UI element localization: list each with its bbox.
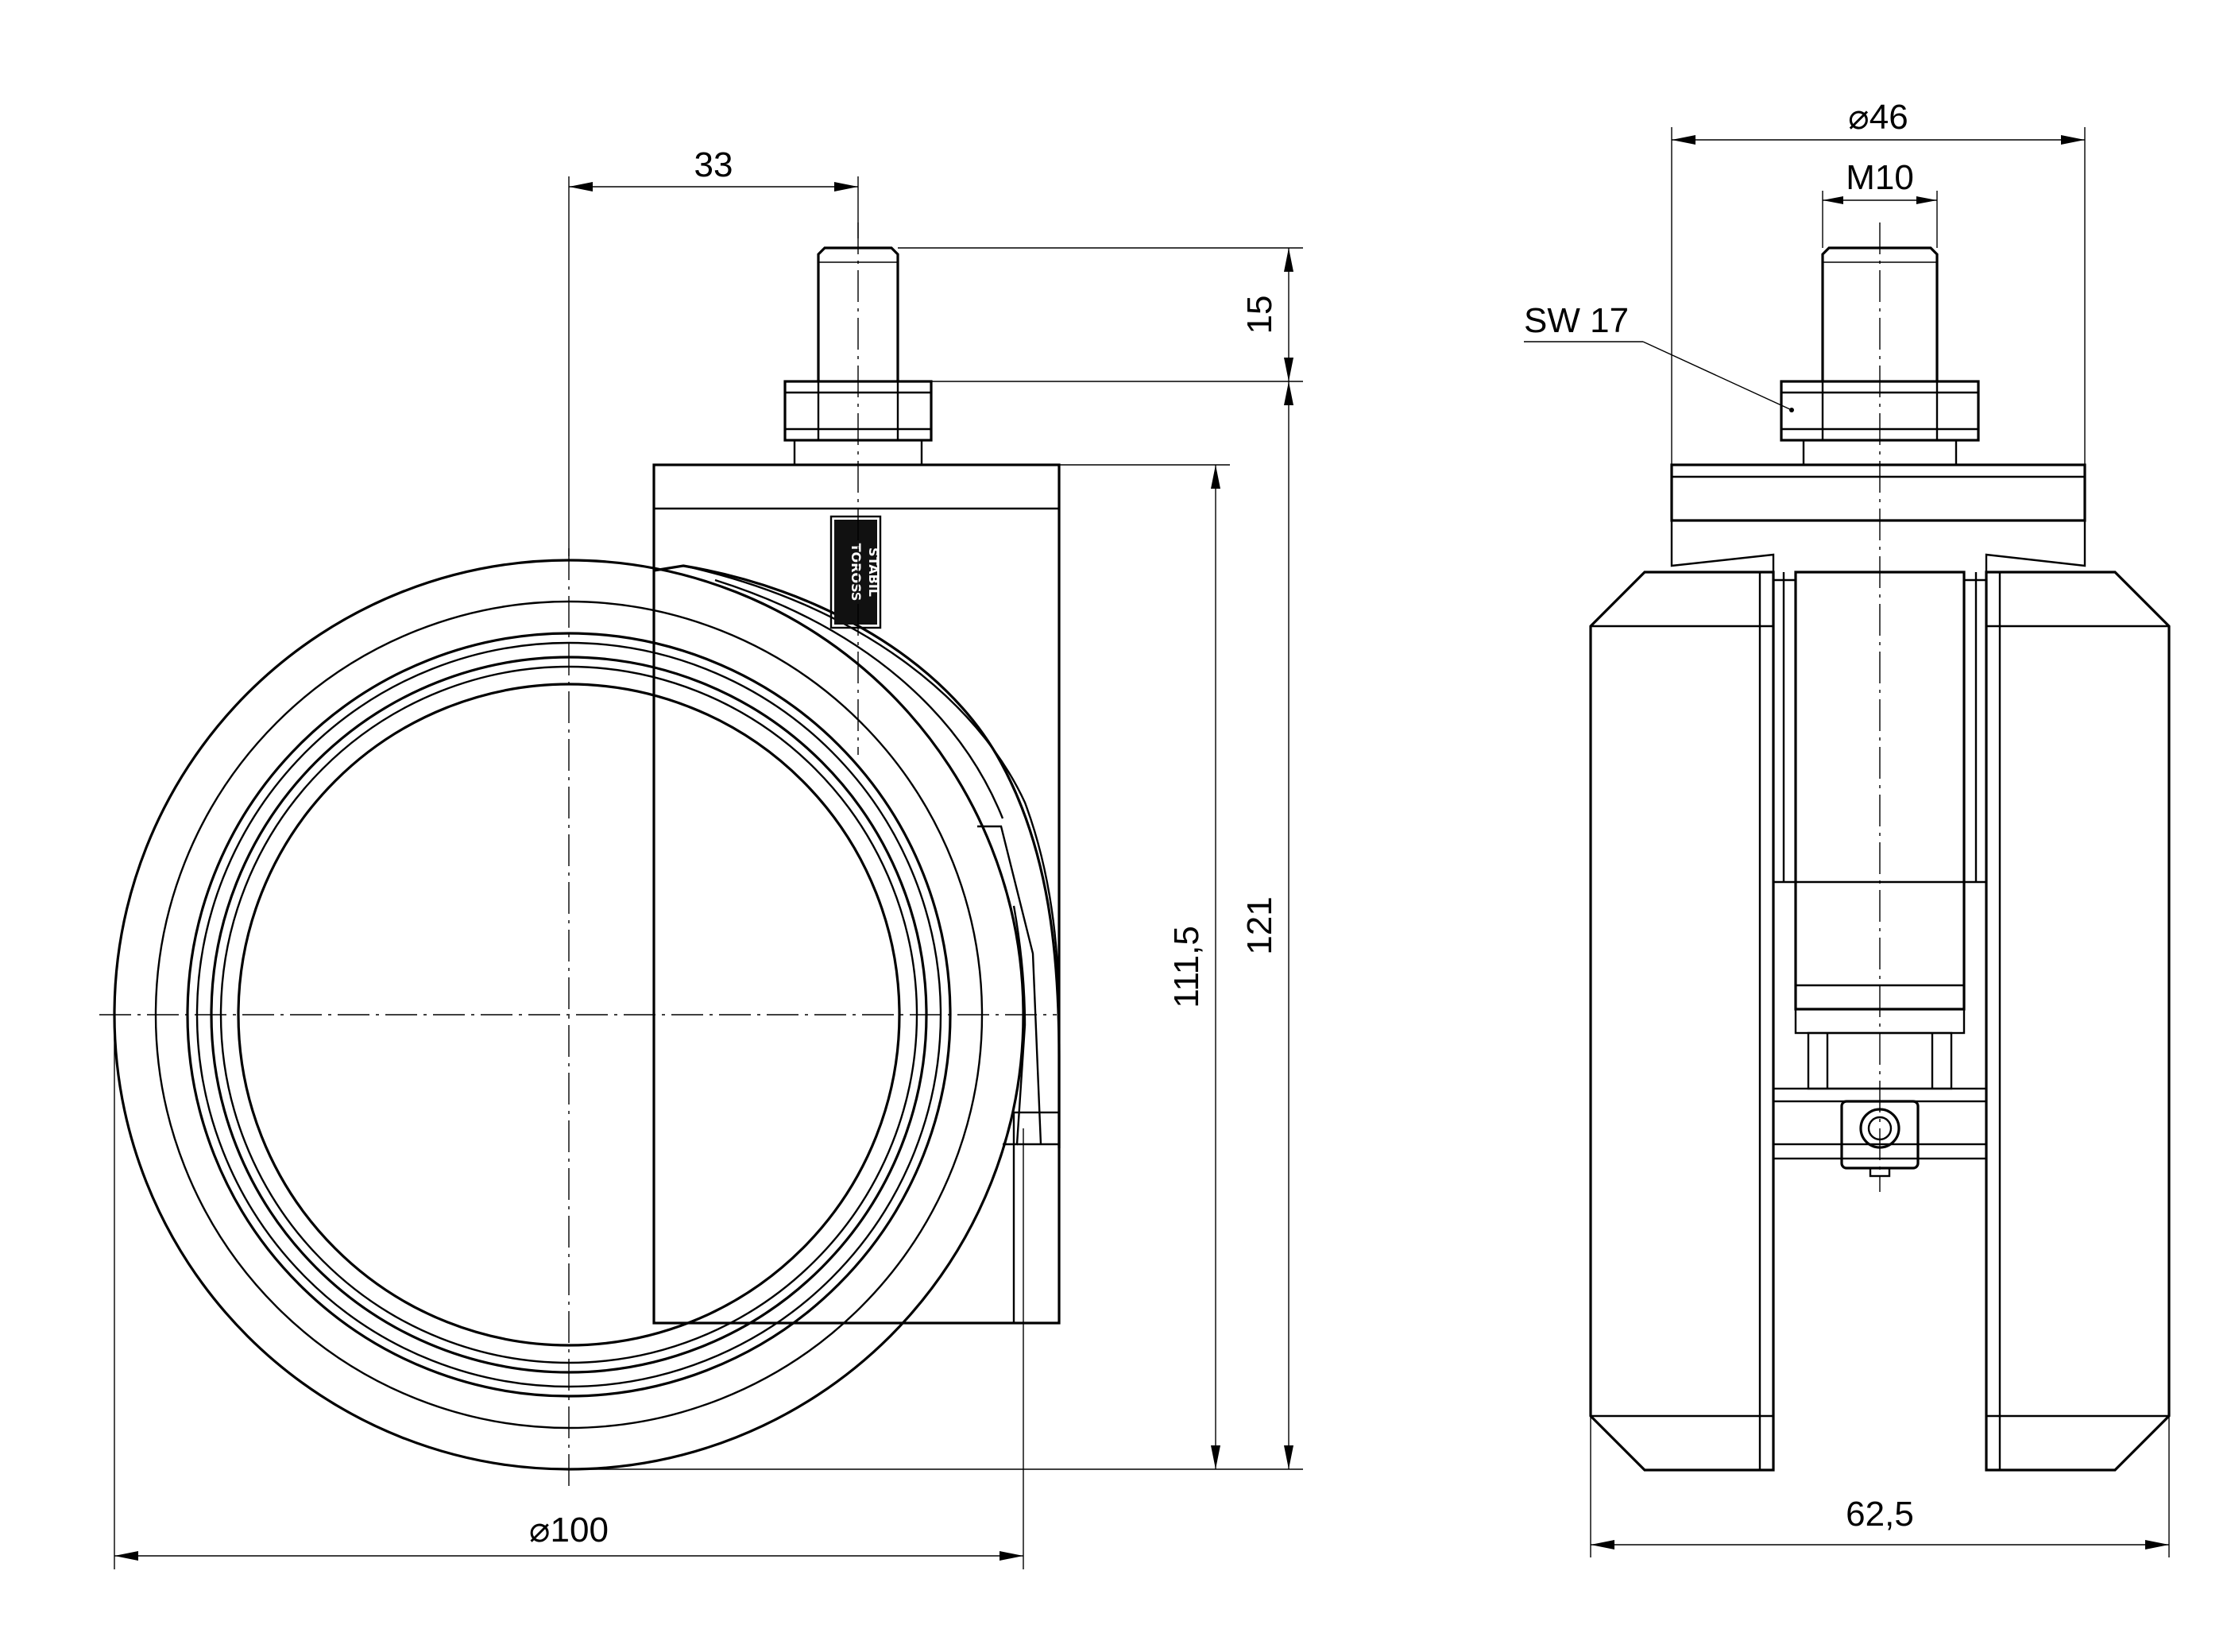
wheel-front-left <box>1589 571 1775 1472</box>
label-sw17: SW 17 <box>1524 301 1792 411</box>
dimension-m10: M10 <box>1822 158 1938 248</box>
dimension-15: 15 <box>898 247 1303 382</box>
logo-text-1: TOROSS <box>849 544 864 602</box>
dimension-121: 121 <box>1240 381 1293 1469</box>
front-view: ⌀46 M10 SW 17 62,5 <box>1524 98 2171 1557</box>
dimension-label-33: 33 <box>694 145 733 184</box>
dimension-label-111-5: 111,5 <box>1167 926 1206 1008</box>
dimension-62-5: 62,5 <box>1590 1416 2170 1557</box>
dimension-label-diameter-46: ⌀46 <box>1848 98 1908 137</box>
brand-logo: TOROSS STABIL <box>829 515 882 629</box>
wheel-front-right <box>1985 571 2171 1472</box>
dimension-diameter-46: ⌀46 <box>1671 98 2086 465</box>
side-view: TOROSS STABIL 33 <box>99 145 1303 1569</box>
dimension-label-121: 121 <box>1240 896 1279 954</box>
label-sw17-text: SW 17 <box>1524 301 1629 340</box>
dimension-label-15: 15 <box>1240 296 1279 335</box>
dimension-111-5: 111,5 <box>569 464 1303 1470</box>
logo-text-2: STABIL <box>866 547 881 597</box>
dimension-diameter-100: ⌀100 <box>114 1015 1024 1569</box>
dimension-label-62-5: 62,5 <box>1846 1495 1914 1534</box>
dimension-33: 33 <box>568 145 859 556</box>
dimension-label-diameter-100: ⌀100 <box>529 1511 609 1549</box>
dimension-label-m10: M10 <box>1846 158 1914 197</box>
